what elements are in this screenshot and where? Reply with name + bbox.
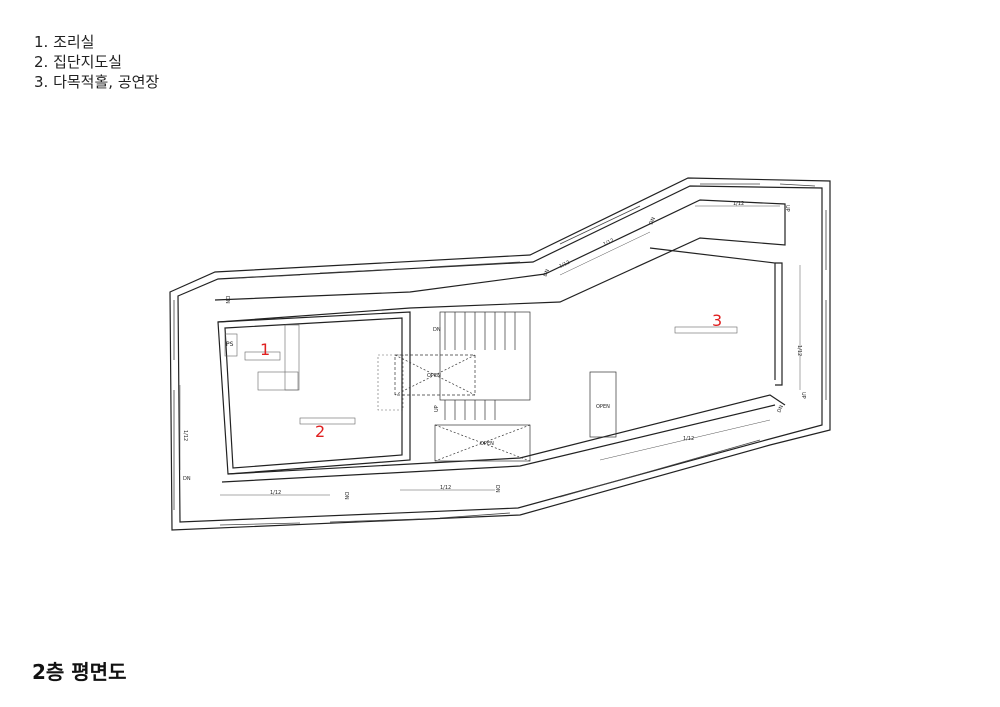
- slope-label: 1/12: [558, 260, 571, 270]
- dn-label: DN: [224, 296, 230, 304]
- dn-label: DN: [494, 485, 500, 493]
- room-number-3: 3: [712, 311, 722, 330]
- kitchen-group-wall-inner: [224, 317, 403, 469]
- ps-box: [224, 333, 238, 357]
- hall-wall-right: [775, 262, 783, 386]
- legend-item-hall: 3. 다목적홀, 공연장: [34, 73, 160, 91]
- stair-dn-label: DN: [433, 327, 441, 333]
- slope-label: 1/12: [440, 485, 451, 491]
- ps-label: PS: [226, 341, 234, 348]
- dn-label: DN: [343, 492, 349, 500]
- kitchen-group-wall: [217, 311, 411, 475]
- dn-label: DN: [648, 216, 657, 226]
- legend-item-group-room: 2. 집단지도실: [34, 53, 123, 71]
- legend-item-kitchen: 1. 조리실: [34, 33, 95, 51]
- room-number-2: 2: [315, 422, 325, 441]
- stair-up-label: UP: [434, 405, 440, 412]
- room-legend: 1. 조리실 2. 집단지도실 3. 다목적홀, 공연장: [34, 32, 159, 92]
- slope-label: 1/12: [683, 436, 694, 442]
- room-number-1: 1: [260, 340, 270, 359]
- dn-label: DN: [776, 404, 785, 414]
- up-label: UP: [800, 392, 806, 399]
- up-label: UP: [784, 205, 790, 212]
- outer-wall: [169, 177, 831, 531]
- lower-void: [434, 424, 531, 462]
- lower-corridor-line: [227, 394, 786, 475]
- dn-label: DN: [542, 268, 551, 278]
- corridor-inner-line: [214, 199, 786, 323]
- right-void: [589, 371, 617, 438]
- open-label: OPEN: [427, 373, 441, 379]
- dn-label: DN: [183, 476, 191, 482]
- stair-void: [394, 354, 476, 396]
- slope-label: 1/12: [796, 345, 802, 356]
- open-label: OPEN: [596, 404, 610, 410]
- plan-title: 2층 평면도: [32, 660, 127, 684]
- slope-label: 1/12: [270, 490, 281, 496]
- open-label: OPEN: [480, 441, 494, 447]
- slope-label: 1/12: [602, 238, 615, 248]
- slope-label: 1/12: [733, 201, 744, 207]
- slope-label: 1/12: [182, 430, 188, 441]
- lower-corridor-line-2: [221, 404, 776, 483]
